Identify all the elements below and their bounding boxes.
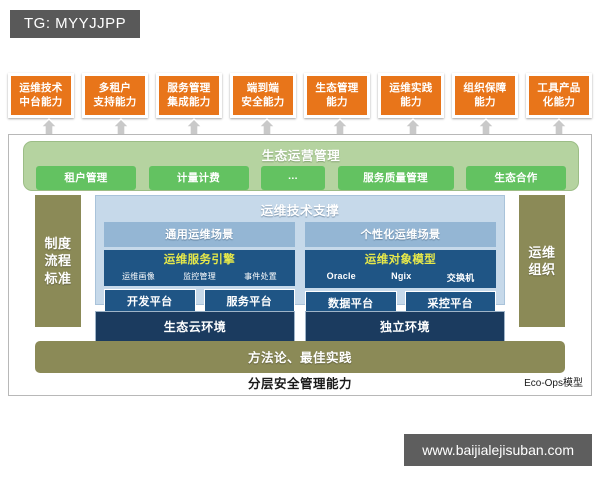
object-model-title: 运维对象模型 bbox=[364, 254, 437, 266]
scene-personalized: 个性化运维场景 bbox=[305, 222, 496, 247]
pillar-left-line1: 制度 bbox=[44, 235, 72, 251]
capability-box-2-line1: 多租户 bbox=[98, 81, 132, 94]
capability-box-5-line1: 生态管理 bbox=[315, 81, 359, 94]
pillar-right-line2: 组织 bbox=[528, 262, 556, 277]
object-model-items: Oracle Ngix 交换机 bbox=[305, 269, 496, 284]
eco-ops-model-frame: 生态运营管理 租户管理 计量计费 ... 服务质量管理 生态合作 制度 流程 标… bbox=[8, 134, 592, 396]
eco-operations-band: 生态运营管理 租户管理 计量计费 ... 服务质量管理 生态合作 bbox=[23, 141, 579, 191]
capability-box-4-line1: 端到端 bbox=[246, 81, 280, 94]
pillar-left-line2: 流程 bbox=[44, 253, 72, 269]
pillar-right-organization: 运维 组织 bbox=[519, 195, 565, 327]
service-engine-items: 运维画像 监控管理 事件处置 bbox=[104, 269, 295, 282]
capability-box-6: 运维实践 能力 bbox=[378, 73, 444, 118]
tech-support-panel: 运维技术支撑 通用运维场景 运维服务引擎 运维画像 监控管理 事件处置 开发平台… bbox=[95, 195, 505, 316]
platform-row-left: 开发平台 服务平台 bbox=[104, 288, 295, 314]
eco-chip-eco-cooperation: 生态合作 bbox=[466, 166, 566, 190]
platform-service: 服务平台 bbox=[203, 288, 295, 314]
capability-box-7-line2: 能力 bbox=[474, 95, 496, 108]
object-model-item-ngix: Ngix bbox=[391, 270, 412, 281]
object-model-item-switch: 交换机 bbox=[446, 272, 475, 283]
top-watermark-badge: TG: MYYJJPP bbox=[10, 10, 141, 38]
tech-support-title: 运维技术支撑 bbox=[260, 204, 340, 218]
capability-box-4-line2: 安全能力 bbox=[241, 95, 285, 108]
scene-general: 通用运维场景 bbox=[104, 222, 295, 247]
service-engine-item-2: 监控管理 bbox=[183, 271, 216, 281]
pillar-left-standards: 制度 流程 标准 bbox=[35, 195, 81, 327]
eco-chip-metering-billing: 计量计费 bbox=[148, 166, 249, 190]
eco-chip-service-quality-management: 服务质量管理 bbox=[337, 166, 454, 190]
eco-operations-title: 生态运营管理 bbox=[261, 149, 341, 163]
service-engine-item-3: 事件处置 bbox=[244, 271, 277, 281]
eco-chip-more: ... bbox=[261, 166, 325, 190]
capability-row: 运维技术 中台能力 多租户 支持能力 服务管理 集成能力 端到端 安全能力 生态… bbox=[8, 73, 592, 118]
capability-box-2-line2: 支持能力 bbox=[93, 95, 137, 108]
capability-box-5: 生态管理 能力 bbox=[304, 73, 370, 118]
capability-box-5-line2: 能力 bbox=[326, 95, 348, 108]
object-model-item-oracle: Oracle bbox=[326, 270, 356, 281]
service-engine-item-1: 运维画像 bbox=[122, 271, 155, 281]
layered-security-title: 分层安全管理能力 bbox=[247, 377, 352, 391]
frame-footer: 分层安全管理能力 Eco-Ops模型 bbox=[9, 373, 591, 391]
capability-box-1: 运维技术 中台能力 bbox=[8, 73, 74, 118]
capability-box-3: 服务管理 集成能力 bbox=[156, 73, 222, 118]
environment-row: 生态云环境 独立环境 bbox=[95, 311, 505, 343]
platform-dev: 开发平台 bbox=[104, 288, 196, 314]
service-engine-title: 运维服务引擎 bbox=[163, 254, 236, 266]
capability-box-6-line1: 运维实践 bbox=[389, 81, 433, 94]
eco-ops-model-label: Eco-Ops模型 bbox=[524, 378, 583, 389]
capability-box-3-line2: 集成能力 bbox=[167, 95, 211, 108]
capability-box-8-line2: 化能力 bbox=[542, 95, 576, 108]
tech-column-general: 通用运维场景 运维服务引擎 运维画像 监控管理 事件处置 开发平台 服务平台 bbox=[104, 222, 295, 316]
methodology-band: 方法论、最佳实践 bbox=[35, 341, 565, 373]
eco-operations-items: 租户管理 计量计费 ... 服务质量管理 生态合作 bbox=[24, 164, 578, 190]
capability-box-1-line2: 中台能力 bbox=[19, 95, 63, 108]
environment-eco-cloud: 生态云环境 bbox=[95, 311, 295, 343]
pillar-left-line3: 标准 bbox=[44, 270, 72, 286]
capability-box-1-line1: 运维技术 bbox=[19, 81, 63, 94]
capability-box-7-line1: 组织保障 bbox=[463, 81, 507, 94]
arrow-connector-row bbox=[8, 118, 592, 138]
pillar-right-line1: 运维 bbox=[528, 244, 556, 260]
service-engine-box: 运维服务引擎 运维画像 监控管理 事件处置 bbox=[104, 250, 295, 286]
capability-box-8: 工具产品 化能力 bbox=[526, 73, 592, 118]
object-model-box: 运维对象模型 Oracle Ngix 交换机 bbox=[305, 250, 496, 288]
tech-column-personalized: 个性化运维场景 运维对象模型 Oracle Ngix 交换机 数据平台 采控平台 bbox=[305, 222, 496, 316]
capability-box-8-line1: 工具产品 bbox=[537, 81, 581, 94]
capability-box-6-line2: 能力 bbox=[400, 95, 422, 108]
tech-support-columns: 通用运维场景 运维服务引擎 运维画像 监控管理 事件处置 开发平台 服务平台 个… bbox=[96, 219, 504, 316]
capability-box-4: 端到端 安全能力 bbox=[230, 73, 296, 118]
bottom-watermark-badge: www.baijialejisuban.com bbox=[404, 434, 592, 466]
eco-chip-tenant-management: 租户管理 bbox=[36, 166, 136, 190]
environment-standalone: 独立环境 bbox=[305, 311, 505, 343]
capability-box-3-line1: 服务管理 bbox=[167, 81, 211, 94]
capability-box-7: 组织保障 能力 bbox=[452, 73, 518, 118]
capability-box-2: 多租户 支持能力 bbox=[82, 73, 148, 118]
